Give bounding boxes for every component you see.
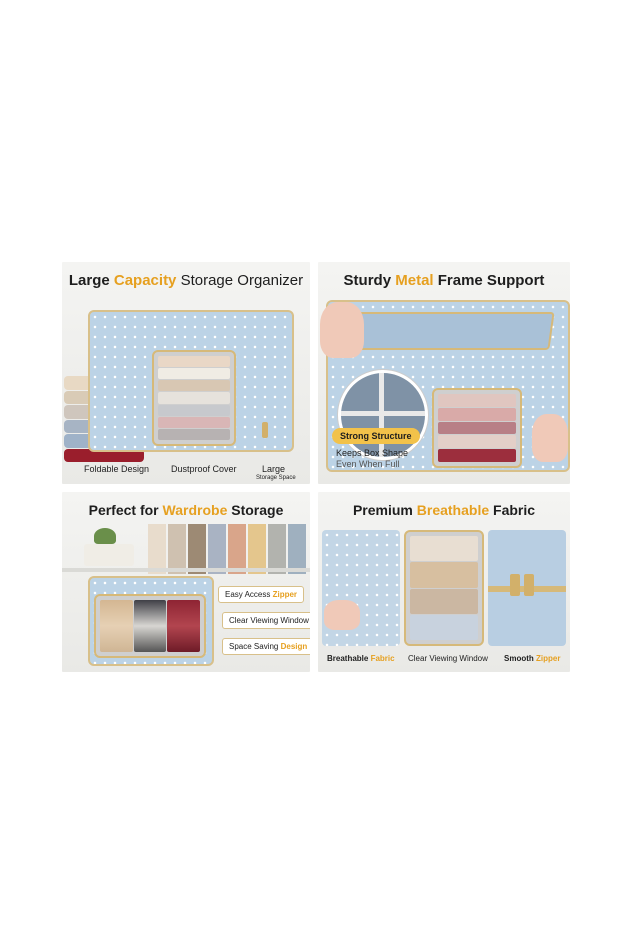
note-keeps-box-shape: Keeps Box Shape [336,448,409,458]
wardrobe-shelf [62,568,310,572]
clear-window [152,350,236,446]
caption-foldable: Foldable Design [84,464,150,474]
caption-storage-space: Storage Space [256,475,296,481]
zipper-pull-icon [524,574,534,596]
title-highlight: Capacity [113,272,177,289]
hand-right [532,414,568,462]
clear-window [432,388,522,468]
plant-icon [94,528,116,544]
label-clear-viewing-window: Clear Viewing Window [222,612,310,629]
caption-clear-viewing-window: Clear Viewing Window [408,654,488,663]
title-highlight: Breathable [416,502,490,518]
strong-structure-badge: Strong Structure [332,428,420,444]
panel-wardrobe: Perfect for Wardrobe Storage Easy Access… [62,492,310,672]
window-closeup-image [404,530,484,646]
note-even-when-full: Even When Full [336,459,400,469]
panel-title: Sturdy Metal Frame Support [343,272,545,289]
panel-large-capacity: Large Capacity Storage Organizer Foldabl… [62,262,310,484]
caption-breathable-fabric: Breathable Fabric [327,654,395,663]
clear-window [94,594,206,658]
wardrobe-hanging-clothes [148,524,306,574]
label-easy-access-zipper: Easy Access Zipper [218,586,305,603]
towel-stack [84,544,134,566]
caption-dustproof: Dustproof Cover [171,464,237,474]
caption-large: Large [262,464,286,474]
zipper-pull-icon [510,574,520,596]
storage-box-image [88,310,294,452]
title-highlight: Metal [395,272,434,289]
magnifier-circle [338,370,428,460]
panel-title: Large Capacity Storage Organizer [68,272,304,289]
finger-touch [324,600,360,630]
zipper-closeup-image [488,530,566,646]
panel-metal-frame: Sturdy Metal Frame Support Strong Struct… [318,262,570,484]
label-space-saving-design: Space Saving Design [222,638,310,655]
storage-box-image [88,576,214,666]
hand-left [320,302,364,358]
fabric-closeup-image [322,530,400,646]
panel-title: Perfect for Wardrobe Storage [88,502,284,518]
zipper-pull-icon [262,422,268,438]
open-lid [345,312,555,350]
title-highlight: Wardrobe [162,502,228,518]
panel-title: Premium Breathable Fabric [352,502,536,518]
panel-breathable-fabric: Premium Breathable Fabric Breathable Fab… [318,492,570,672]
caption-smooth-zipper: Smooth Zipper [504,654,561,663]
